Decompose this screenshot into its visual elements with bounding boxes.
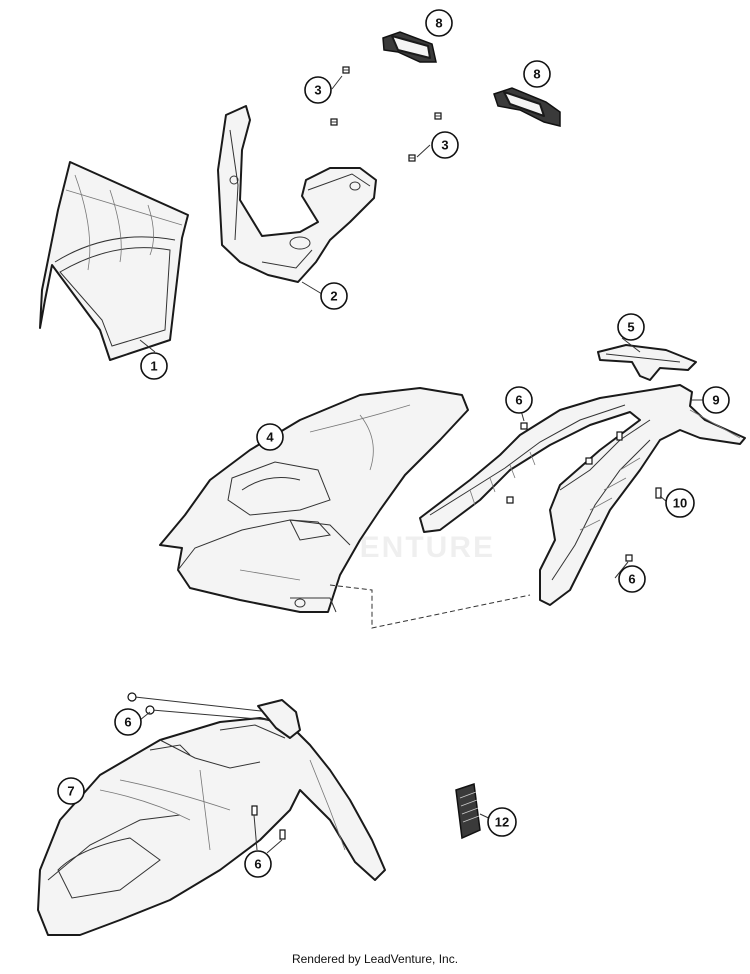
callout-5: 5 — [617, 313, 645, 341]
callout-8-b: 8 — [523, 60, 551, 88]
connection-line — [329, 584, 531, 629]
cable-clamp-part[interactable] — [382, 31, 437, 63]
callout-3-b: 3 — [431, 131, 459, 159]
callout-6-d: 6 — [244, 850, 272, 878]
svg-text:6: 6 — [515, 393, 522, 408]
reflector-part[interactable] — [455, 783, 481, 840]
callout-6-b: 6 — [618, 565, 646, 593]
svg-text:10: 10 — [673, 496, 687, 511]
callout-6-c: 6 — [114, 708, 142, 736]
svg-text:3: 3 — [314, 83, 321, 98]
svg-text:12: 12 — [495, 815, 509, 830]
bolt-3-set[interactable] — [330, 66, 442, 162]
fender-bracket-hardware[interactable] — [127, 692, 301, 840]
svg-text:2: 2 — [330, 289, 337, 304]
callout-1: 1 — [140, 352, 168, 380]
svg-text:6: 6 — [628, 572, 635, 587]
svg-text:4: 4 — [266, 430, 274, 445]
bolt-set-frame[interactable] — [506, 422, 662, 562]
callout-2: 2 — [320, 282, 348, 310]
callout-3: 3 — [304, 76, 332, 104]
svg-text:6: 6 — [124, 715, 131, 730]
svg-text:9: 9 — [712, 393, 719, 408]
svg-text:8: 8 — [435, 16, 442, 31]
callout-7: 7 — [57, 777, 85, 805]
svg-text:6: 6 — [254, 857, 261, 872]
grab-handle-cover-part[interactable] — [597, 344, 697, 381]
side-panel-frame-part[interactable] — [419, 384, 746, 606]
callout-12: 12 — [487, 807, 517, 837]
headlight-mask-part[interactable] — [39, 161, 189, 361]
svg-text:7: 7 — [67, 784, 74, 799]
callout-6-a: 6 — [505, 386, 533, 414]
svg-text:1: 1 — [150, 359, 157, 374]
callout-4: 4 — [256, 423, 284, 451]
headlight-bracket-part[interactable] — [217, 105, 377, 283]
svg-text:5: 5 — [627, 320, 634, 335]
cable-clamp-part-2[interactable] — [493, 87, 561, 127]
callout-10: 10 — [665, 488, 695, 518]
callout-9: 9 — [702, 386, 730, 414]
svg-text:8: 8 — [533, 67, 540, 82]
footer-credit: Rendered by LeadVenture, Inc. — [291, 952, 459, 966]
front-fender-part[interactable] — [37, 717, 386, 936]
callout-8: 8 — [425, 9, 453, 37]
rear-fender-part[interactable] — [159, 387, 469, 613]
svg-text:3: 3 — [441, 138, 448, 153]
